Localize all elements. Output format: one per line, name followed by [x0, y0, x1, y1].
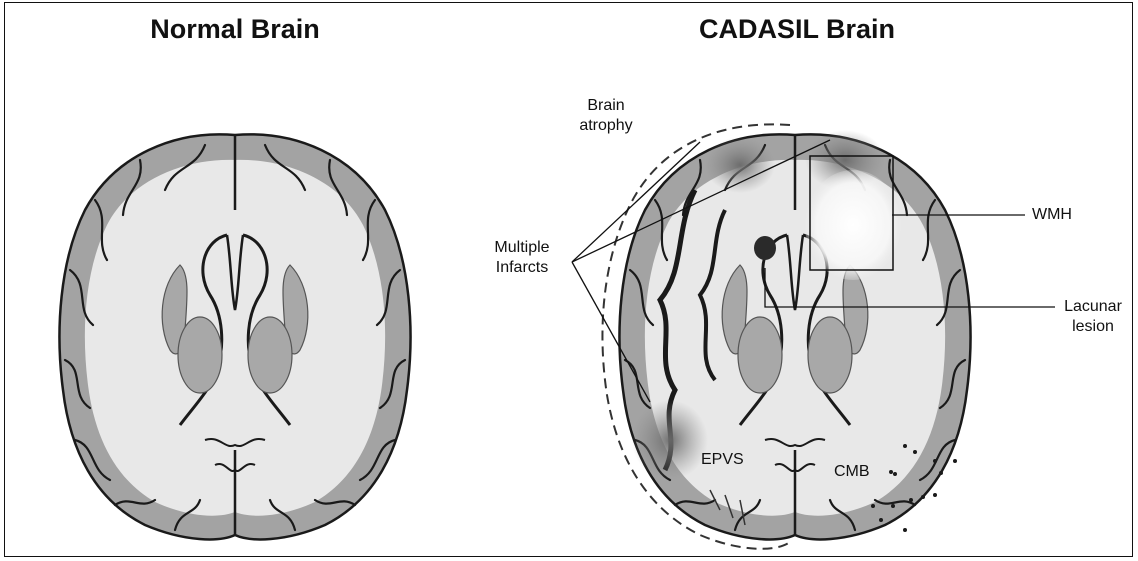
- multiple-infarcts-label-line1: Multiple: [479, 238, 565, 258]
- cadasil-brain-icon: [602, 124, 970, 548]
- lacunar-lesion-label-line1: Lacunar: [1058, 297, 1128, 317]
- brain-atrophy-label: Brain atrophy: [570, 96, 642, 136]
- lacunar-lesion-label: Lacunar lesion: [1058, 297, 1128, 337]
- cmb-label: CMB: [834, 462, 870, 482]
- brain-atrophy-label-line2: atrophy: [570, 116, 642, 136]
- brain-atrophy-label-line1: Brain: [570, 96, 642, 116]
- wmh-label: WMH: [1032, 205, 1072, 225]
- epvs-label: EPVS: [701, 450, 744, 470]
- multiple-infarcts-label-line2: Infarcts: [479, 258, 565, 278]
- normal-brain-icon: [59, 134, 410, 539]
- multiple-infarcts-label: Multiple Infarcts: [479, 238, 565, 278]
- lacunar-lesion-label-line2: lesion: [1058, 317, 1128, 337]
